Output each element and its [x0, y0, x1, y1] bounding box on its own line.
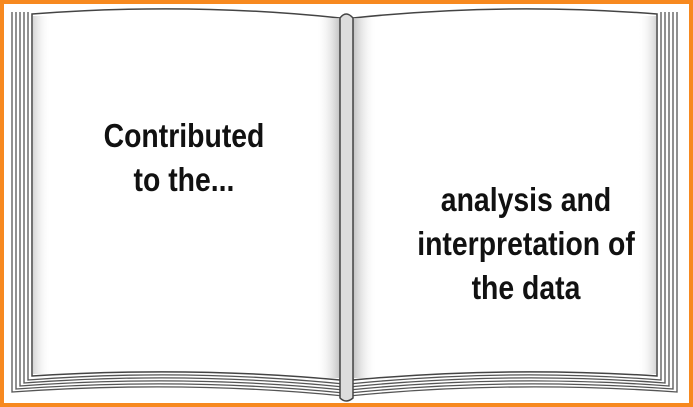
- right-gutter-shade: [353, 18, 377, 378]
- right-edge-shade: [638, 16, 656, 374]
- book-spine: [339, 13, 354, 402]
- left-gutter-shade: [316, 18, 340, 378]
- right-page-line: analysis and interpretation of the data: [417, 181, 635, 306]
- left-edge-shade: [33, 16, 51, 374]
- right-page: [352, 8, 658, 381]
- right-page-stack: [348, 12, 678, 397]
- right-page-text: analysis and interpretation of the data: [397, 178, 655, 310]
- left-page-text: Contributed to the...: [81, 114, 287, 202]
- open-book-illustration: [11, 8, 678, 402]
- left-page-line: Contributed to the...: [103, 117, 265, 198]
- left-page-stack: [11, 12, 345, 397]
